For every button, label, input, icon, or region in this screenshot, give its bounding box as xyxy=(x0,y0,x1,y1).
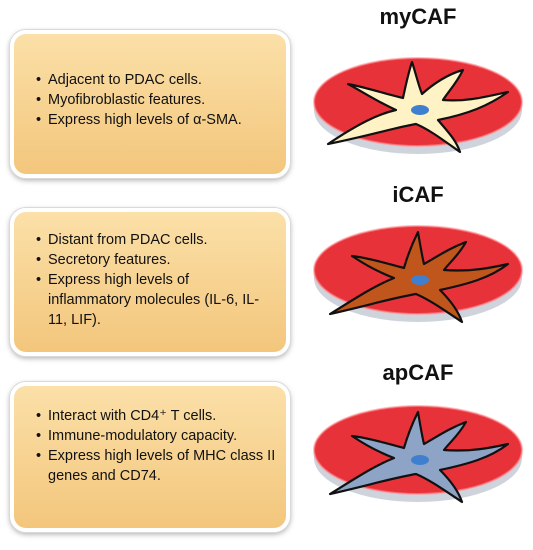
apcaf-title: apCAF xyxy=(382,360,454,385)
apcaf-panel: Interact with CD4⁺ T cells. Immune-modul… xyxy=(10,382,290,532)
nucleus xyxy=(411,105,429,115)
mycaf-title: myCAF xyxy=(379,4,457,29)
mycaf-panel: Adjacent to PDAC cells. Myofibroblastic … xyxy=(10,30,290,178)
apcaf-bullet-list: Interact with CD4⁺ T cells. Immune-modul… xyxy=(36,406,276,486)
mycaf-bullet-list: Adjacent to PDAC cells. Myofibroblastic … xyxy=(36,70,276,130)
icaf-bullet-list: Distant from PDAC cells. Secretory featu… xyxy=(36,230,276,330)
list-item: Express high levels of α-SMA. xyxy=(36,110,276,130)
list-item: Express high levels of MHC class II gene… xyxy=(36,446,276,486)
icaf-dish-illustration xyxy=(313,225,523,324)
list-item: Interact with CD4⁺ T cells. xyxy=(36,406,276,426)
apcaf-dish-illustration xyxy=(313,405,523,504)
list-item: Distant from PDAC cells. xyxy=(36,230,276,250)
nucleus xyxy=(411,455,429,465)
nucleus xyxy=(411,275,429,285)
list-item: Adjacent to PDAC cells. xyxy=(36,70,276,90)
mycaf-dish-illustration xyxy=(313,57,523,154)
list-item: Myofibroblastic features. xyxy=(36,90,276,110)
icaf-title: iCAF xyxy=(392,182,444,207)
list-item: Secretory features. xyxy=(36,250,276,270)
icaf-panel: Distant from PDAC cells. Secretory featu… xyxy=(10,208,290,356)
list-item: Immune-modulatory capacity. xyxy=(36,426,276,446)
list-item: Express high levels of inflammatory mole… xyxy=(36,270,276,330)
